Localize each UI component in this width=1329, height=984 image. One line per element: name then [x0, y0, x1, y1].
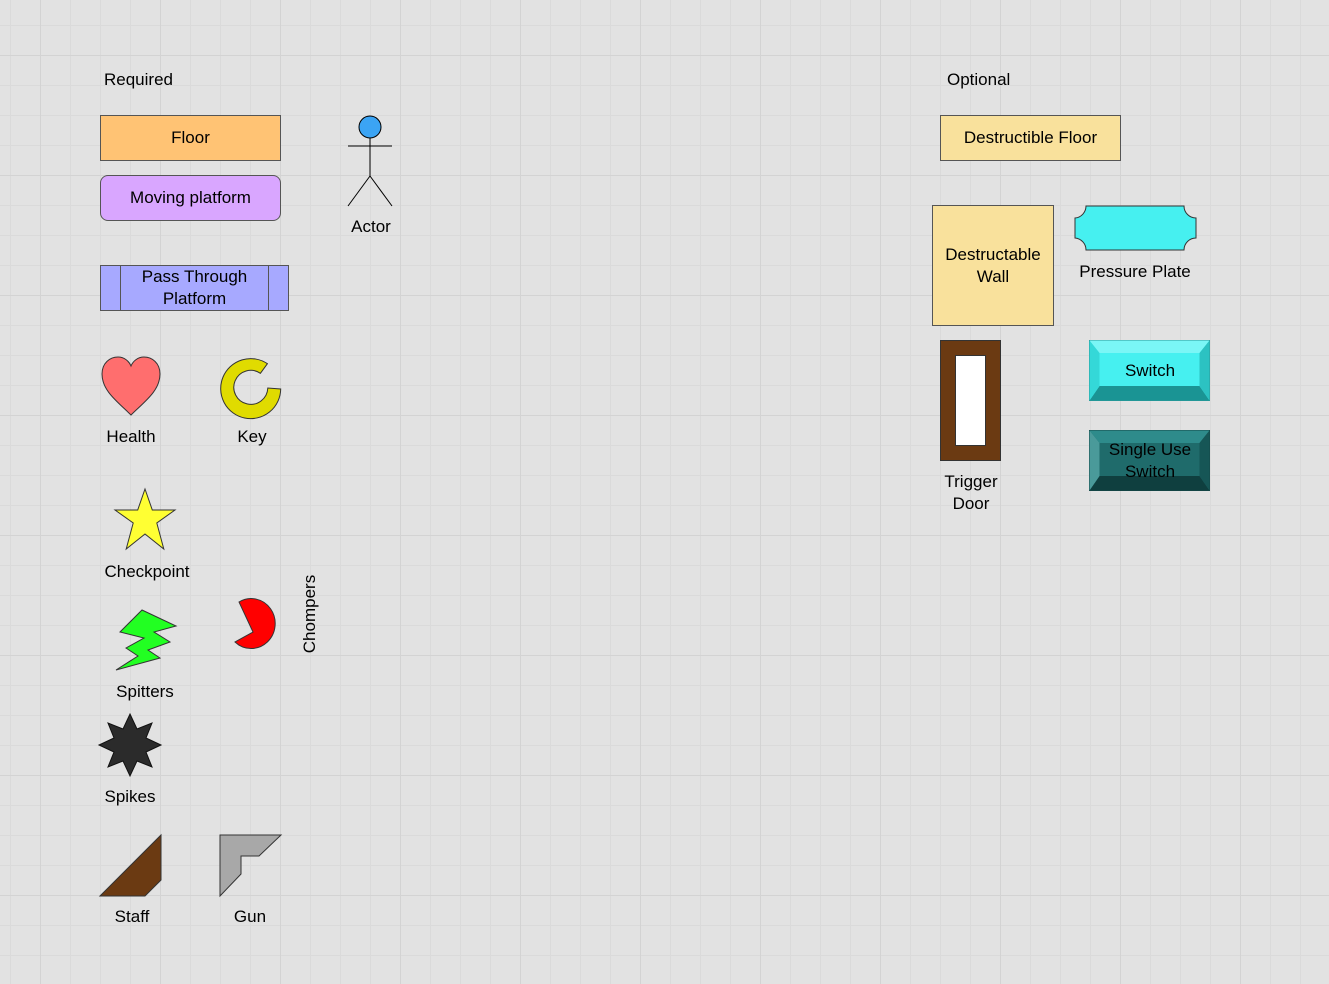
trigger-door-shape[interactable] — [940, 340, 1001, 461]
single-use-switch-shape[interactable] — [1089, 430, 1211, 491]
chomper-icon[interactable] — [233, 598, 285, 656]
lightning-icon[interactable] — [114, 608, 178, 672]
gun-icon[interactable] — [219, 834, 283, 898]
moving-platform-label: Moving platform — [130, 188, 251, 207]
destructable-wall-label: Destructable Wall — [945, 244, 1041, 286]
actor-label: Actor — [351, 217, 391, 236]
single-use-switch-label: Single Use Switch — [1108, 440, 1192, 481]
spikes-icon[interactable] — [97, 712, 163, 778]
trigger-door-label: Trigger Door — [944, 472, 998, 513]
moving-platform-shape[interactable]: Moving platform — [100, 175, 281, 221]
spitters-label: Spitters — [116, 682, 174, 701]
switch-shape[interactable] — [1089, 340, 1211, 401]
heart-icon[interactable] — [100, 355, 162, 417]
staff-label: Staff — [114, 907, 150, 926]
gun-label: Gun — [233, 907, 267, 926]
health-label: Health — [106, 427, 156, 446]
key-icon[interactable] — [219, 354, 283, 420]
spikes-label: Spikes — [104, 787, 156, 806]
destructable-wall-shape[interactable]: Destructable Wall — [932, 205, 1054, 326]
trigger-door-opening — [955, 355, 986, 446]
pass-through-right-divider — [268, 266, 269, 310]
star-icon[interactable] — [113, 487, 177, 552]
actor-icon[interactable] — [340, 113, 400, 209]
switch-label: Switch — [1124, 361, 1176, 380]
checkpoint-label: Checkpoint — [104, 562, 190, 581]
floor-label: Floor — [171, 128, 210, 147]
pressure-plate-label: Pressure Plate — [1079, 262, 1191, 281]
floor-shape[interactable]: Floor — [100, 115, 281, 161]
chompers-label: Chompers — [300, 574, 319, 654]
pass-through-platform-shape[interactable]: Pass Through Platform — [100, 265, 289, 311]
pressure-plate-icon[interactable] — [1074, 205, 1198, 251]
pass-through-left-divider — [120, 266, 121, 310]
staff-icon[interactable] — [98, 833, 163, 898]
key-label: Key — [237, 427, 267, 446]
section-title-required: Required — [104, 70, 173, 89]
section-title-optional: Optional — [947, 70, 1011, 89]
pass-through-platform-label: Pass Through Platform — [141, 267, 248, 308]
destructible-floor-label: Destructible Floor — [963, 128, 1098, 147]
destructible-floor-shape[interactable]: Destructible Floor — [940, 115, 1121, 161]
